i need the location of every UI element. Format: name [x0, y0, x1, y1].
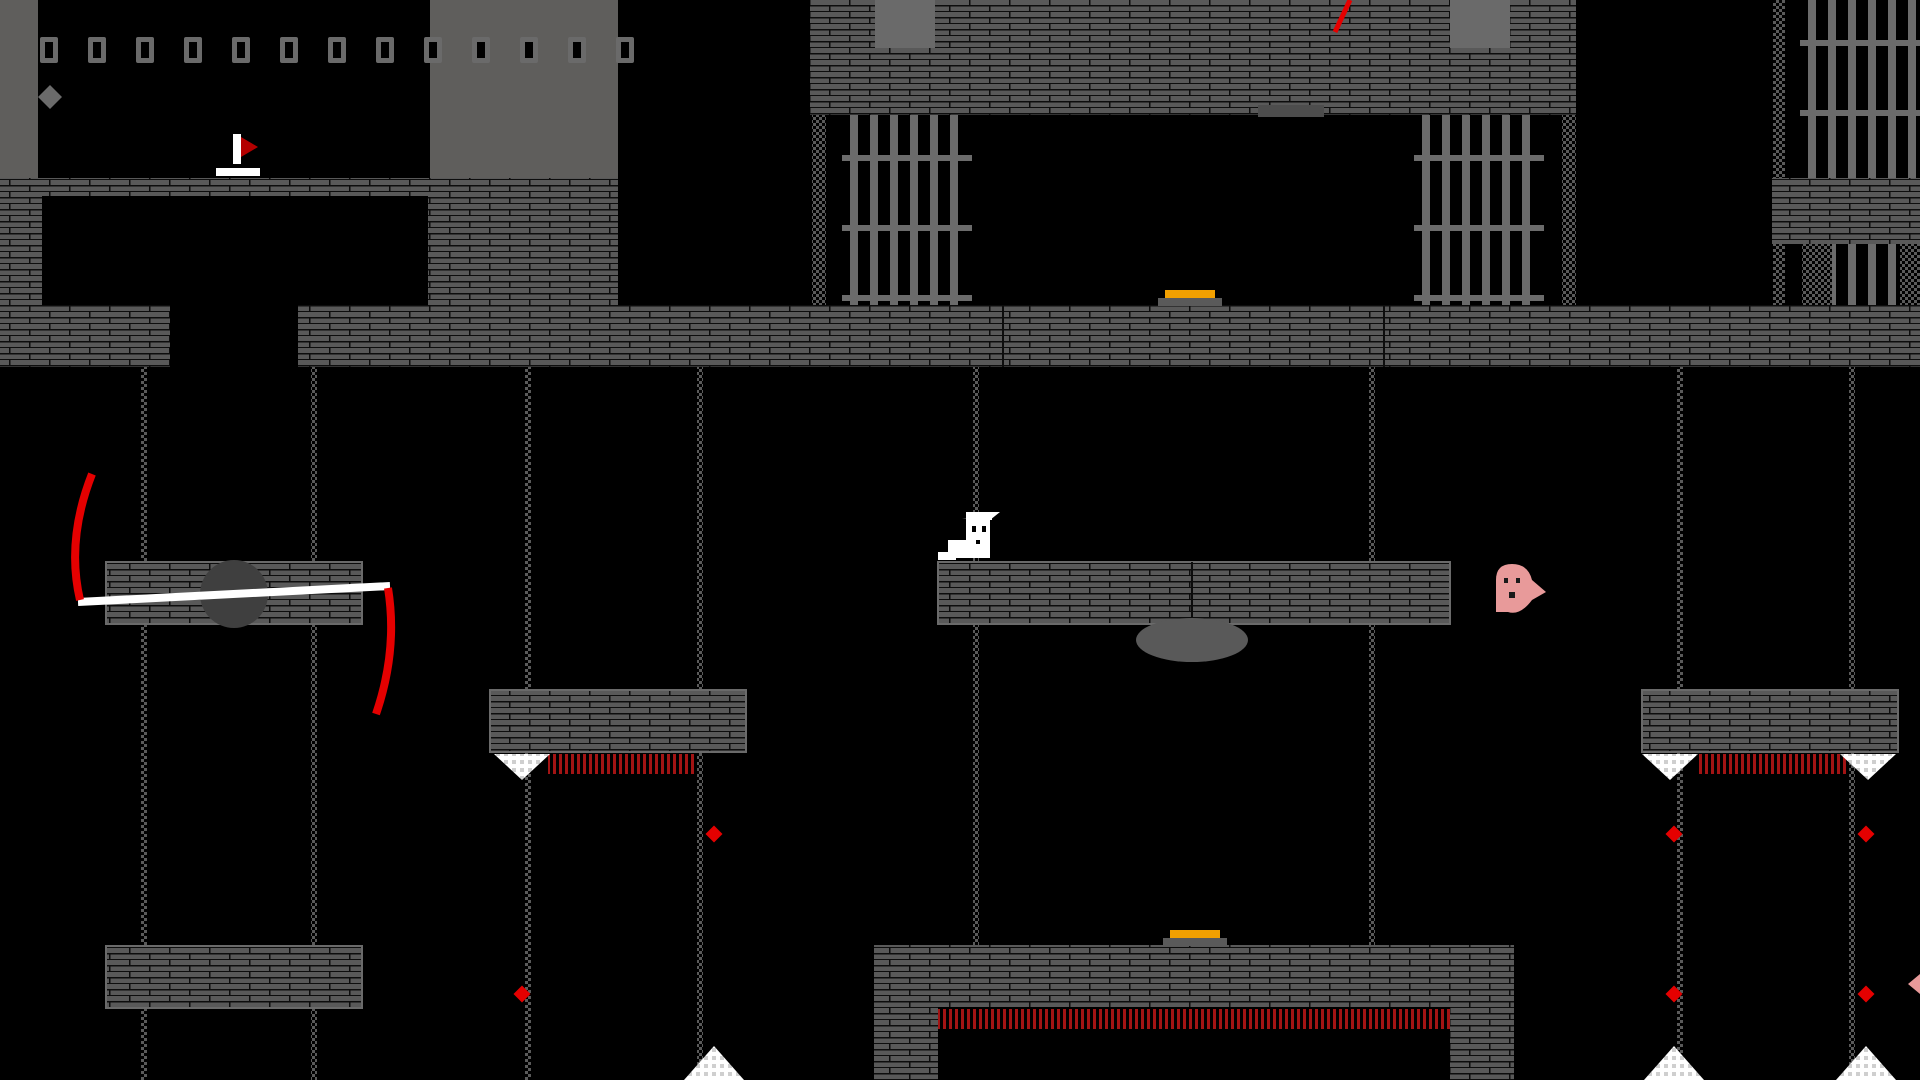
floor-spike: [684, 1046, 744, 1080]
floor-spike: [1836, 1046, 1896, 1080]
chain: [1369, 367, 1375, 562]
upper-walkway: [38, 178, 430, 196]
chain: [1677, 752, 1683, 1080]
blood-drop: [1857, 985, 1875, 1003]
bottom-platform: [874, 945, 1514, 1007]
chain: [141, 624, 147, 946]
floor-spike: [494, 754, 550, 780]
floor-spike: [1644, 1046, 1704, 1080]
chain-link-icon: [424, 37, 442, 63]
chain: [697, 367, 703, 690]
spike-row: [548, 754, 696, 774]
hanging-chains: [141, 367, 1855, 1080]
blood-drop: [513, 985, 531, 1003]
blood-drop: [705, 825, 723, 843]
pressure-button[interactable]: [1163, 930, 1227, 946]
chain: [973, 624, 979, 945]
castle-window: [1450, 0, 1510, 48]
chain-link-icon: [376, 37, 394, 63]
chain: [141, 367, 147, 562]
chain-link-icon: [136, 37, 154, 63]
iron-gate: [1414, 115, 1544, 305]
chain: [1369, 624, 1375, 945]
chain: [525, 752, 531, 1080]
floor-spike: [1642, 754, 1698, 780]
red-laser-shard: [1332, 0, 1353, 34]
mid-left-platform: [489, 689, 747, 753]
chain: [525, 367, 531, 690]
right-platform: [1641, 689, 1899, 753]
chain: [973, 367, 979, 562]
ghost-player-icon[interactable]: [938, 512, 1000, 560]
iron-gates: [842, 0, 1920, 305]
top-left-room: [0, 0, 634, 308]
chain-link-icon: [232, 37, 250, 63]
spike-row: [1698, 754, 1846, 774]
chain: [311, 1008, 317, 1080]
iron-gate: [842, 115, 972, 305]
floor-spike: [1840, 754, 1896, 780]
blood-drop: [1857, 825, 1875, 843]
chain: [1849, 367, 1855, 690]
diamond-icon: [38, 85, 62, 109]
chain-link-icon: [568, 37, 586, 63]
chain: [1849, 752, 1855, 1080]
chain-link-icon: [616, 37, 634, 63]
chain-link-icon: [184, 37, 202, 63]
center-platform: [937, 561, 1451, 625]
chain: [141, 1008, 147, 1080]
chain: [1677, 367, 1683, 690]
hud-chain-links: [40, 37, 634, 63]
chain-link-icon: [472, 37, 490, 63]
chain: [697, 752, 703, 1080]
chain-link-icon: [88, 37, 106, 63]
spike-row: [938, 1009, 1450, 1029]
chain-link-icon: [280, 37, 298, 63]
falling-blood-drops: [513, 825, 1875, 1003]
castle-window: [875, 0, 935, 48]
castle-top: [810, 0, 1785, 305]
flag-icon[interactable]: [216, 134, 260, 176]
platform-counterweight: [1136, 618, 1248, 662]
chain: [311, 624, 317, 946]
chain-link-icon: [328, 37, 346, 63]
tower-block: [430, 0, 618, 178]
pink-ghost-icon[interactable]: [1496, 564, 1546, 613]
right-tower: [1772, 178, 1920, 308]
blood-drop: [1665, 825, 1683, 843]
spinning-scythe-icon: [71, 472, 396, 716]
left-wall-block: [0, 0, 38, 178]
pressure-button[interactable]: [1158, 290, 1222, 306]
chain-link-icon: [40, 37, 58, 63]
main-floor: [298, 305, 1920, 367]
left-platform-lower: [105, 945, 363, 1009]
blood-drop: [1665, 985, 1683, 1003]
chain: [311, 367, 317, 562]
pink-ghost-fragment: [1908, 974, 1920, 994]
main-floor-left: [0, 305, 170, 367]
chain-link-icon: [520, 37, 538, 63]
chain-anchors: [494, 754, 1896, 1080]
